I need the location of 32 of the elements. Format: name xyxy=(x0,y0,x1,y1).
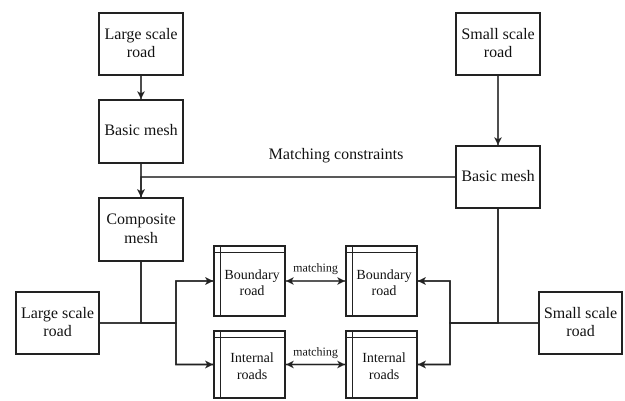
arrow xyxy=(137,76,145,99)
process-box xyxy=(455,12,541,76)
edge-label: matching xyxy=(292,261,339,275)
arrow xyxy=(286,360,345,368)
process-box xyxy=(98,99,184,164)
box-label: Basic mesh xyxy=(461,168,535,186)
process-box xyxy=(538,291,623,355)
box-label: Basic mesh xyxy=(104,122,178,141)
arrow xyxy=(494,76,502,145)
edge-label: Matching constraints xyxy=(268,146,404,164)
process-box xyxy=(15,291,100,355)
process-box xyxy=(213,330,286,399)
arrow xyxy=(418,322,538,368)
box-label: Small scale road xyxy=(542,304,618,342)
edge-label: matching xyxy=(292,344,339,358)
process-box xyxy=(345,245,418,317)
arrow xyxy=(100,322,213,368)
box-label: Composite mesh xyxy=(105,211,177,248)
box-label: Boundary road xyxy=(223,268,281,300)
process-box xyxy=(455,145,541,209)
box-label: Large scale road xyxy=(20,304,95,342)
box-label: Large scale road xyxy=(104,26,178,62)
arrow xyxy=(286,277,345,285)
process-box xyxy=(345,330,418,399)
arrow xyxy=(137,176,455,197)
box-label: Internal roads xyxy=(229,351,275,384)
box-label: Internal roads xyxy=(361,351,407,384)
process-box xyxy=(98,197,184,262)
box-label: Small scale road xyxy=(460,26,536,62)
process-box xyxy=(98,12,184,76)
box-label: Boundary road xyxy=(355,268,413,300)
process-box xyxy=(213,245,286,317)
